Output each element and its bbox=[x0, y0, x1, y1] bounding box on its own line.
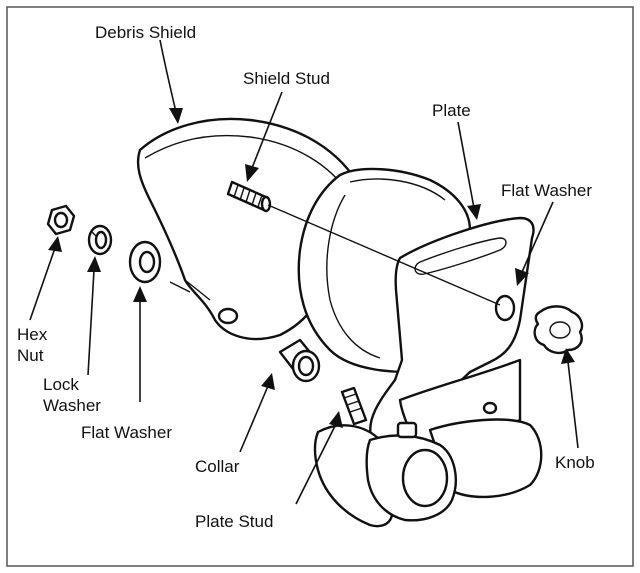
leader-plate-stud bbox=[295, 411, 343, 505]
label-plate-stud: Plate Stud bbox=[195, 512, 273, 531]
leader-flat-washer-left bbox=[133, 286, 147, 402]
shield-stud-part bbox=[226, 180, 272, 213]
knob-part bbox=[533, 305, 584, 355]
leader-knob bbox=[561, 348, 579, 449]
label-shield-stud: Shield Stud bbox=[243, 69, 330, 88]
label-knob: Knob bbox=[555, 453, 595, 472]
hex-nut-part bbox=[46, 204, 76, 236]
leader-plate bbox=[457, 121, 481, 220]
lock-washer-part bbox=[87, 224, 113, 256]
diagram-frame bbox=[6, 6, 634, 567]
collar-part bbox=[278, 338, 321, 383]
leader-collar bbox=[239, 373, 275, 453]
flat-washer-left-part bbox=[128, 240, 162, 284]
leader-flat-washer-right bbox=[515, 201, 554, 286]
leader-shield-stud bbox=[245, 91, 283, 182]
label-hex: Hex bbox=[17, 325, 48, 344]
label-collar: Collar bbox=[195, 457, 240, 476]
label-debris-shield: Debris Shield bbox=[95, 23, 196, 42]
plate-part bbox=[369, 216, 535, 442]
label-lock: Lock bbox=[43, 375, 79, 394]
label-flat-washer-right: Flat Washer bbox=[501, 181, 592, 200]
leader-hex-nut bbox=[29, 236, 62, 321]
lower-mechanism-part bbox=[313, 358, 543, 528]
leader-debris-shield bbox=[159, 39, 183, 124]
plate-stud-part bbox=[340, 386, 368, 426]
leader-lock-washer bbox=[87, 256, 101, 376]
washer-axis-line bbox=[169, 281, 191, 293]
label-washer: Washer bbox=[43, 396, 101, 415]
label-nut: Nut bbox=[17, 346, 44, 365]
label-plate: Plate bbox=[432, 101, 471, 120]
shield-stud-axis-line bbox=[267, 204, 501, 306]
label-flat-washer-left: Flat Washer bbox=[81, 423, 172, 442]
